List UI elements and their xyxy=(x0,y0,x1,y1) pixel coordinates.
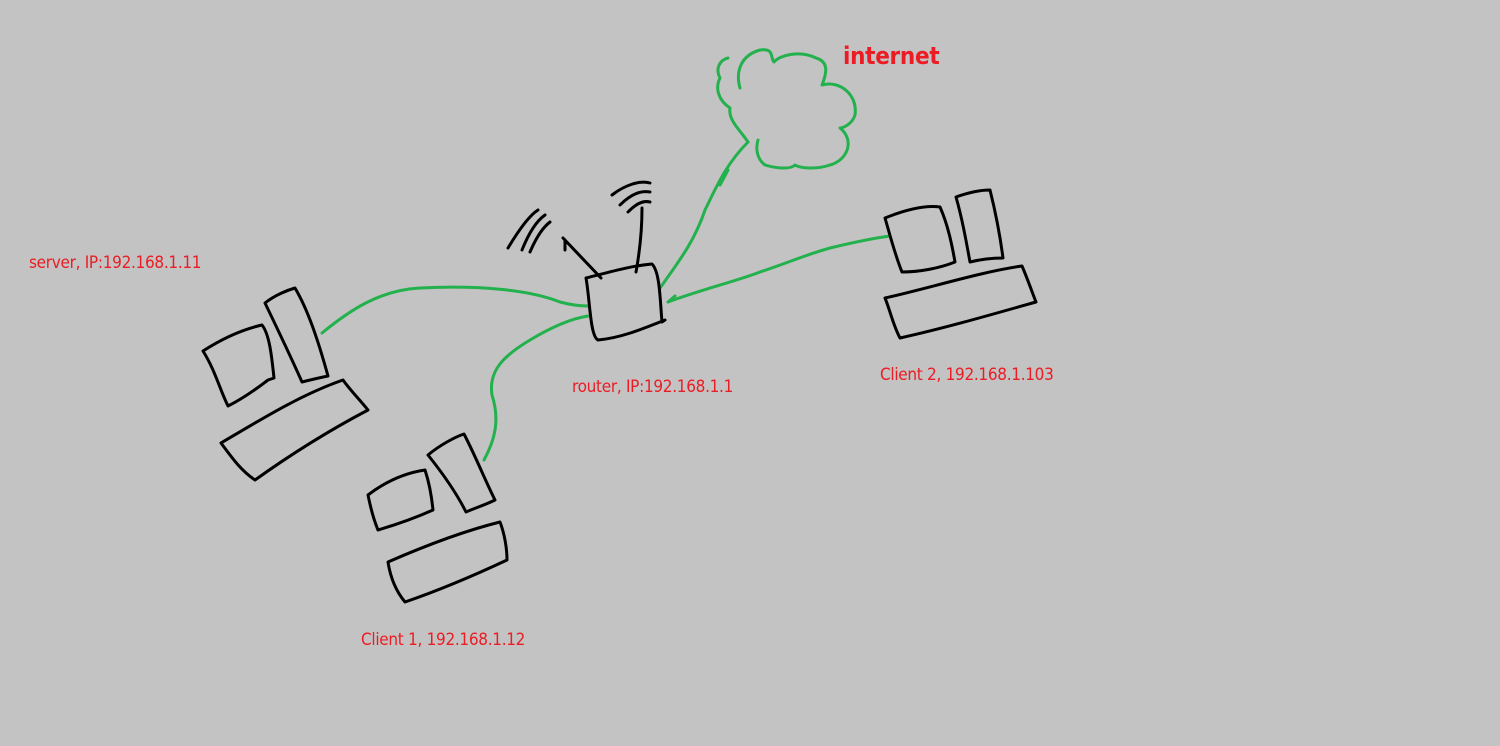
link-client1-router xyxy=(482,314,590,462)
client1-computer-icon xyxy=(366,432,509,604)
router-icon xyxy=(506,180,667,342)
client2-computer-icon xyxy=(883,188,1038,340)
internet-cloud xyxy=(716,48,857,170)
client1-label: Client 1, 192.168.1.12 xyxy=(361,630,526,650)
server-computer-icon xyxy=(201,286,370,482)
internet-label: internet xyxy=(843,42,940,70)
server-label: server, IP:192.168.1.11 xyxy=(29,253,202,273)
link-router-client2 xyxy=(666,234,892,304)
link-router-internet xyxy=(658,140,750,290)
link-server-router xyxy=(320,285,590,335)
client2-label: Client 2, 192.168.1.103 xyxy=(880,365,1054,385)
router-label: router, IP:192.168.1.1 xyxy=(572,377,734,397)
